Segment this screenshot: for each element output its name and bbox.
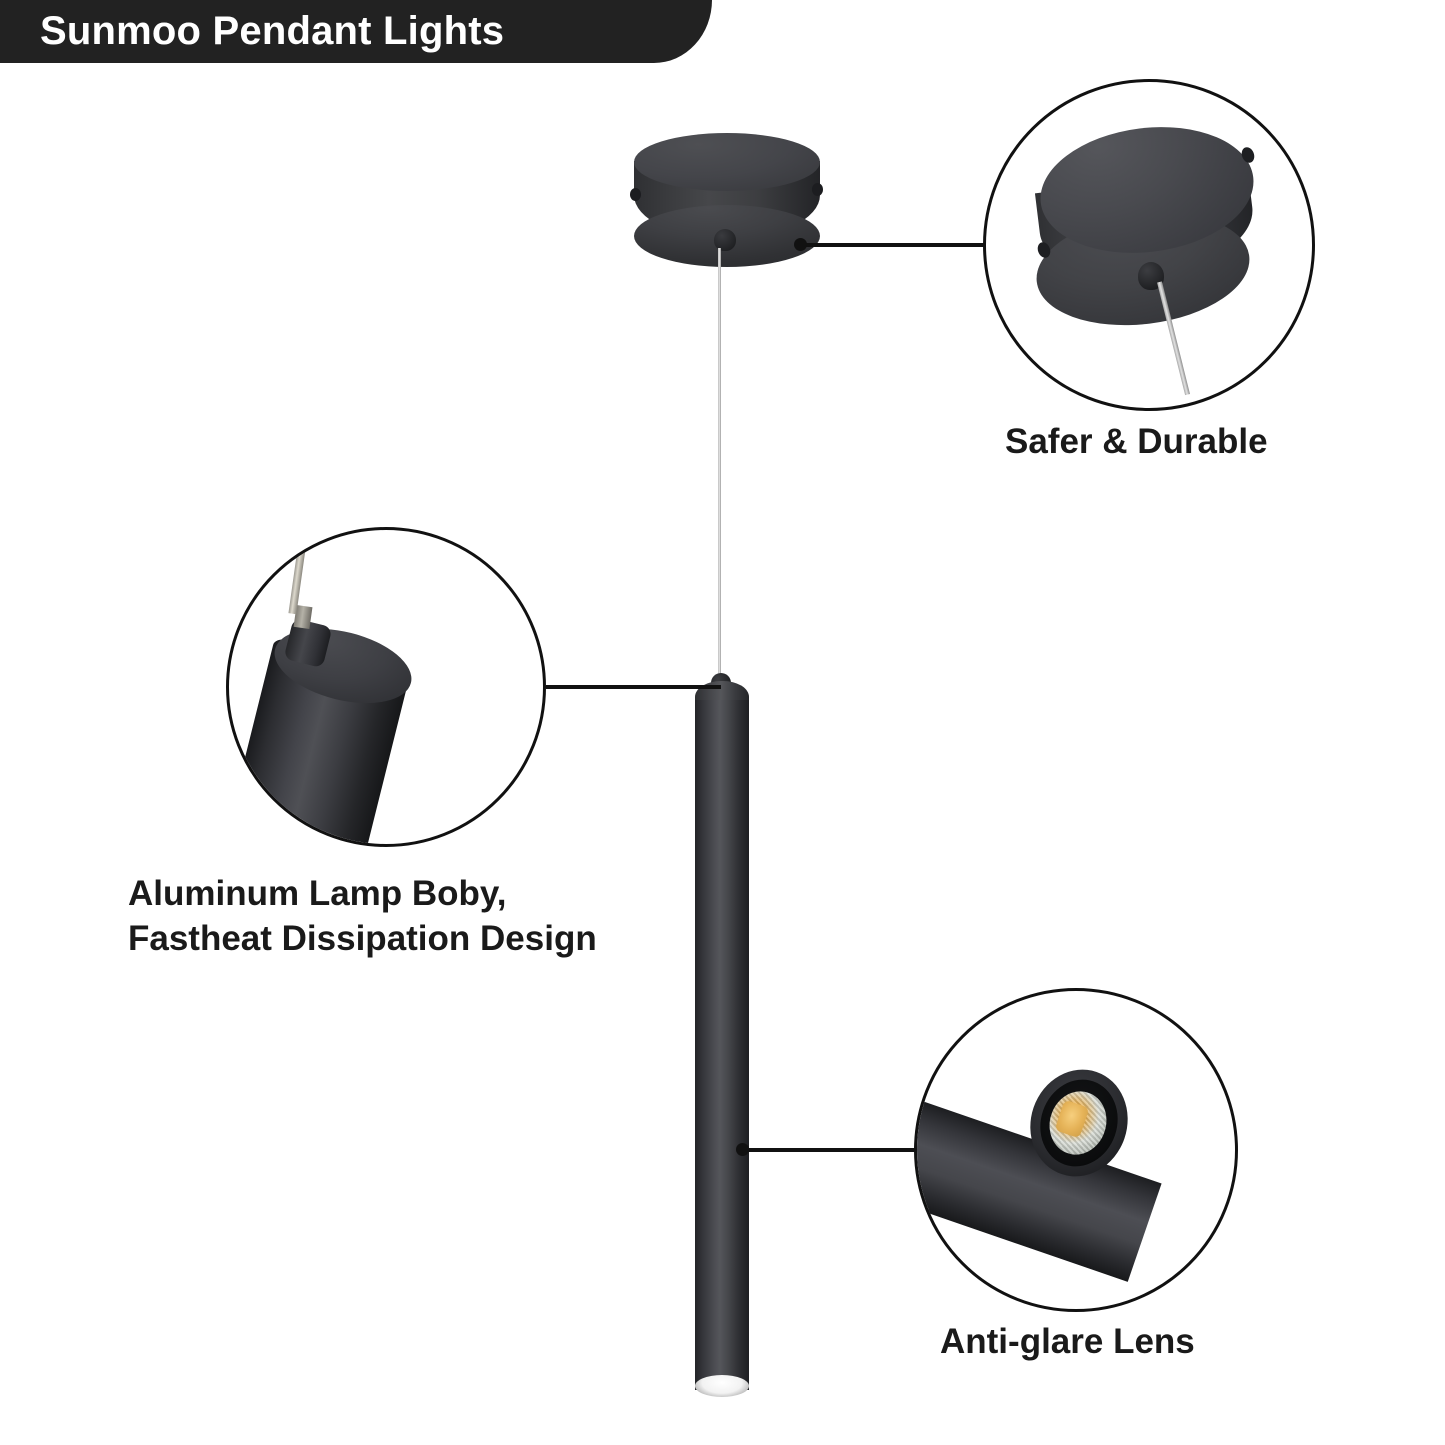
callout-label-aluminum-lamp-body: Aluminum Lamp Boby, Fastheat Dissipation… <box>128 872 597 962</box>
callout-label-line-2: Fastheat Dissipation Design <box>128 918 597 958</box>
callout-label-line-1: Aluminum Lamp Boby, <box>128 874 507 913</box>
canopy-mount <box>630 133 823 273</box>
canopy-screw-left-icon <box>630 188 641 201</box>
callout-circle-anti-glare-lens <box>914 988 1238 1312</box>
callout-label-anti-glare-lens: Anti-glare Lens <box>940 1322 1195 1361</box>
suspension-cable <box>718 248 721 678</box>
callout-circle-safer-durable <box>983 79 1315 411</box>
page-title: Sunmoo Pendant Lights <box>40 9 505 53</box>
leader-dot-canopy <box>794 238 807 251</box>
header-banner: Sunmoo Pendant Lights <box>0 0 712 63</box>
leader-line-anti-glare-lens <box>742 1148 917 1152</box>
canopy-screw-right-icon <box>812 183 823 196</box>
lamp-lens <box>695 1375 749 1397</box>
leader-dot-lamp-body <box>736 1143 749 1156</box>
canopy-cable-gland <box>714 229 736 251</box>
lamp-body-tube <box>695 700 749 1390</box>
zoom-lamp-top-assembly <box>229 530 543 844</box>
zoom-lens-assembly <box>917 991 1235 1309</box>
leader-line-safer-durable <box>800 243 985 247</box>
canopy-top-face <box>634 133 820 191</box>
zoom-suspension-cable <box>288 547 306 615</box>
callout-label-safer-durable: Safer & Durable <box>1005 422 1268 461</box>
callout-circle-aluminum-lamp-body <box>226 527 546 847</box>
leader-line-aluminum-lamp-body <box>546 685 721 689</box>
